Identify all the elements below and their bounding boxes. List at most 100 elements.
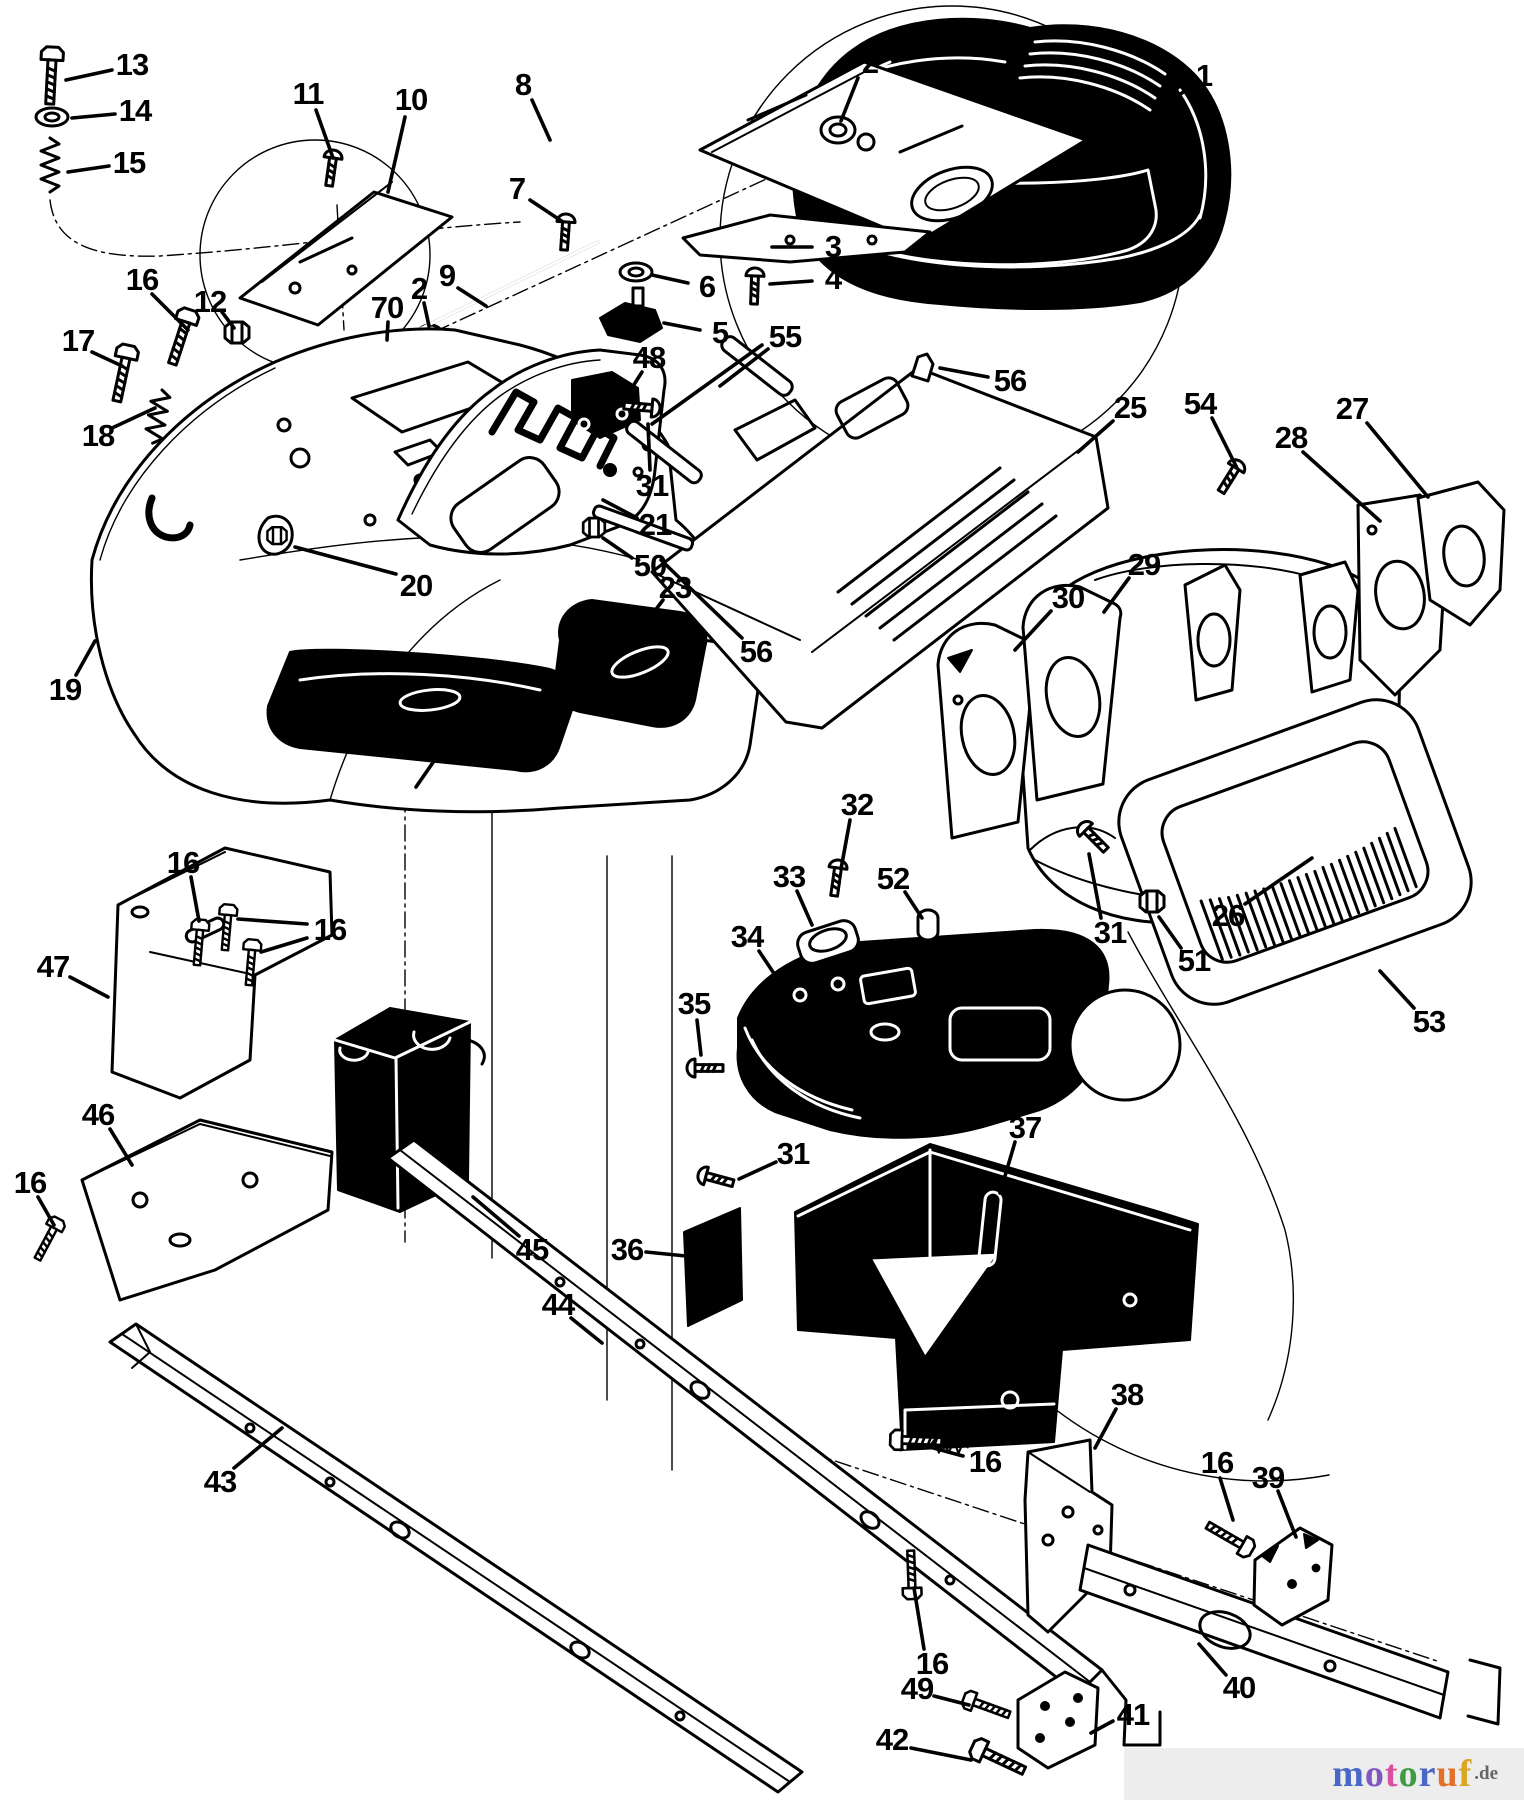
part-callout-24: 24 (439, 716, 473, 751)
part-callout-43: 43 (203, 1464, 237, 1499)
leader-line-50 (601, 536, 634, 560)
leader-lines (36, 68, 1430, 1762)
nut-icon (266, 526, 288, 546)
part-callout-49: 49 (900, 1671, 934, 1706)
leader-line-56 (938, 366, 990, 379)
part-callout-40: 40 (1222, 1670, 1256, 1705)
part-callout-12: 12 (193, 284, 227, 319)
watermark-letter: f (1458, 1753, 1473, 1795)
part-callout-37: 37 (1008, 1110, 1042, 1145)
part-callout-9: 9 (438, 258, 456, 293)
leader-line-31 (1087, 852, 1103, 920)
leader-line-1 (1146, 88, 1188, 120)
part-callout-10: 10 (394, 82, 428, 117)
part-callout-55: 55 (768, 319, 802, 354)
leader-line-46 (108, 1127, 134, 1167)
part-callout-21: 21 (638, 507, 672, 542)
leader-line-31 (737, 1160, 778, 1181)
part-dash (685, 857, 1182, 1139)
part-callout-53: 53 (1412, 1004, 1446, 1039)
leader-line-55 (718, 347, 770, 388)
part-hinge-bracket (681, 213, 932, 264)
part-callout-16: 16 (1200, 1445, 1234, 1480)
part-callout-52: 52 (876, 861, 910, 896)
part-callout-35: 35 (677, 986, 711, 1021)
part-callout-2: 2 (410, 271, 428, 306)
part-callout-3: 3 (824, 229, 842, 264)
part-callout-44: 44 (541, 1287, 575, 1322)
leader-line-36 (644, 1250, 688, 1258)
part-callout-17: 17 (61, 323, 95, 358)
leader-line-23 (643, 598, 665, 626)
leader-line-42 (909, 1746, 973, 1762)
watermark-letter: r (1418, 1753, 1437, 1795)
part-hood-assembly (936, 480, 1506, 1006)
part-shift-console (396, 348, 667, 556)
part-callout-15: 15 (112, 145, 146, 180)
part-callout-46: 46 (81, 1097, 115, 1132)
leader-line-12 (220, 310, 236, 330)
leader-line-16 (1218, 1476, 1235, 1522)
part-callout-13: 13 (115, 47, 149, 82)
leader-line-34 (757, 949, 783, 986)
leader-line-53 (1378, 969, 1416, 1010)
leader-line-45 (471, 1195, 521, 1238)
screw-icon (694, 1163, 737, 1194)
leader-line-8 (530, 98, 552, 142)
leader-line-55 (650, 343, 764, 426)
leader-line-17 (90, 350, 124, 368)
part-callout-23: 23 (658, 570, 692, 605)
part-callout-50: 50 (633, 548, 667, 583)
bolt-icon (104, 341, 141, 405)
part-callout-54: 54 (1183, 386, 1217, 421)
leader-line-40 (1197, 1642, 1228, 1677)
part-grass-bag (591, 335, 1250, 730)
leader-line-16 (924, 1444, 965, 1458)
leader-line-16 (36, 1195, 56, 1227)
part-callout-39: 39 (1251, 1460, 1285, 1495)
part-callout-19: 19 (48, 672, 82, 707)
leader-line-32 (839, 818, 852, 871)
part-callout-11: 11 (292, 76, 325, 111)
watermark-suffix: .de (1474, 1763, 1498, 1784)
part-console-tower (683, 1143, 1199, 1451)
leader-line-18 (110, 406, 157, 430)
leader-line-26 (1243, 856, 1314, 906)
washer-icon (618, 261, 654, 283)
screw-icon (1212, 454, 1250, 499)
part-callout-70: 70 (370, 290, 404, 325)
leader-line-43 (232, 1426, 284, 1470)
part-callout-7: 7 (508, 171, 526, 206)
part-callout-31: 31 (1093, 915, 1127, 950)
part-front-brackets (28, 846, 334, 1302)
part-callout-56: 56 (739, 634, 773, 669)
leader-line-5 (662, 321, 702, 332)
part-callout-18: 18 (81, 418, 115, 453)
leader-line-19 (74, 639, 97, 677)
leader-line-16 (189, 875, 201, 923)
leader-line-7 (528, 198, 565, 224)
watermark-word: motoruf (1332, 1752, 1472, 1796)
part-callout-38: 38 (1110, 1377, 1144, 1412)
part-callout-16: 16 (13, 1165, 47, 1200)
part-callout-1: 1 (1195, 58, 1213, 93)
watermark-letter: o (1398, 1753, 1419, 1795)
screw-icon (685, 1057, 725, 1079)
leader-line-54 (1210, 416, 1239, 470)
part-callout-56: 56 (993, 363, 1027, 398)
leader-line-33 (795, 889, 814, 927)
leader-line-51 (1157, 915, 1183, 950)
leader-line-44 (569, 1316, 604, 1345)
leader-line-11 (314, 108, 335, 160)
part-callout-16: 16 (968, 1444, 1002, 1479)
part-callout-28: 28 (1274, 420, 1308, 455)
leader-line-13 (64, 68, 114, 82)
part-callout-48: 48 (632, 340, 666, 375)
part-callout-4: 4 (824, 261, 842, 296)
leader-line-25 (1076, 419, 1115, 454)
part-callout-5: 5 (711, 315, 729, 350)
part-callout-2: 2 (861, 45, 879, 80)
part-callout-16: 16 (125, 262, 159, 297)
part-callout-16: 16 (915, 1646, 949, 1681)
part-callout-16: 16 (166, 845, 200, 880)
